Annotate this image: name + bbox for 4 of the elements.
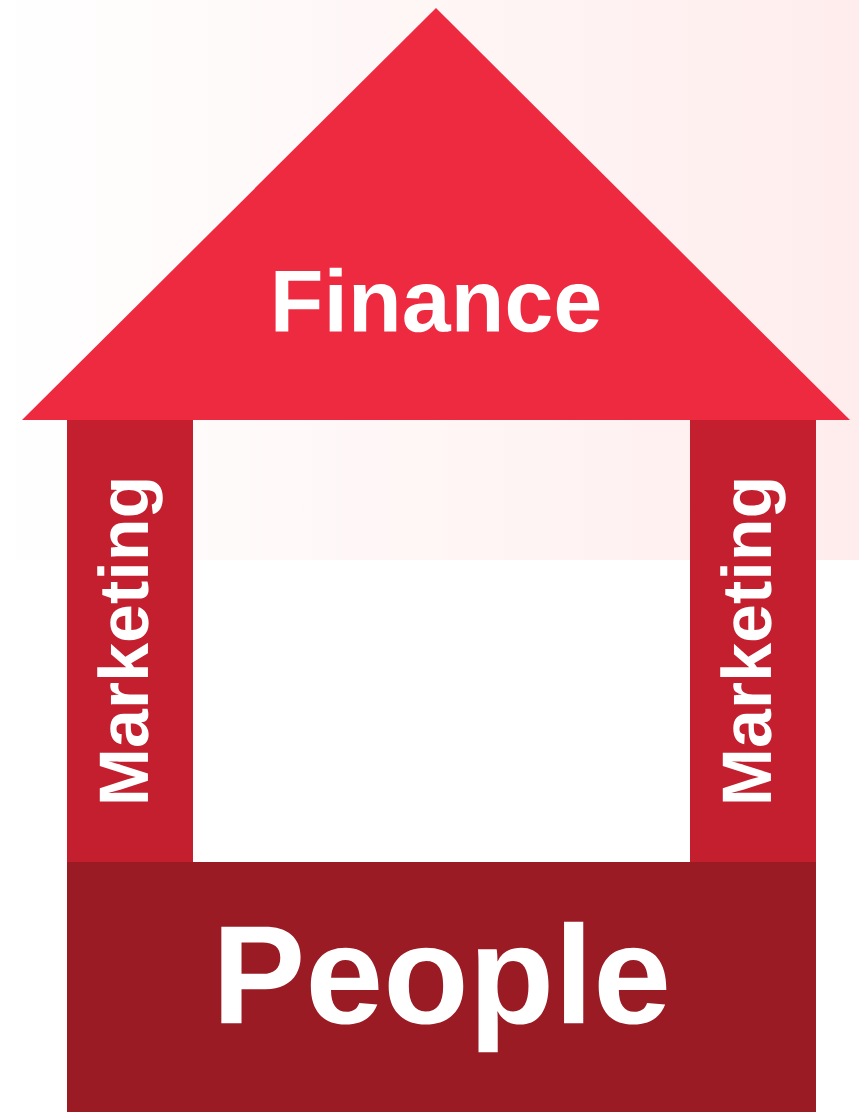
pillar-column: Marketing — [67, 420, 193, 862]
foundation-block: People — [67, 862, 816, 1112]
roof-triangle: Finance — [22, 8, 850, 420]
pillar-column: Marketing — [690, 420, 816, 862]
